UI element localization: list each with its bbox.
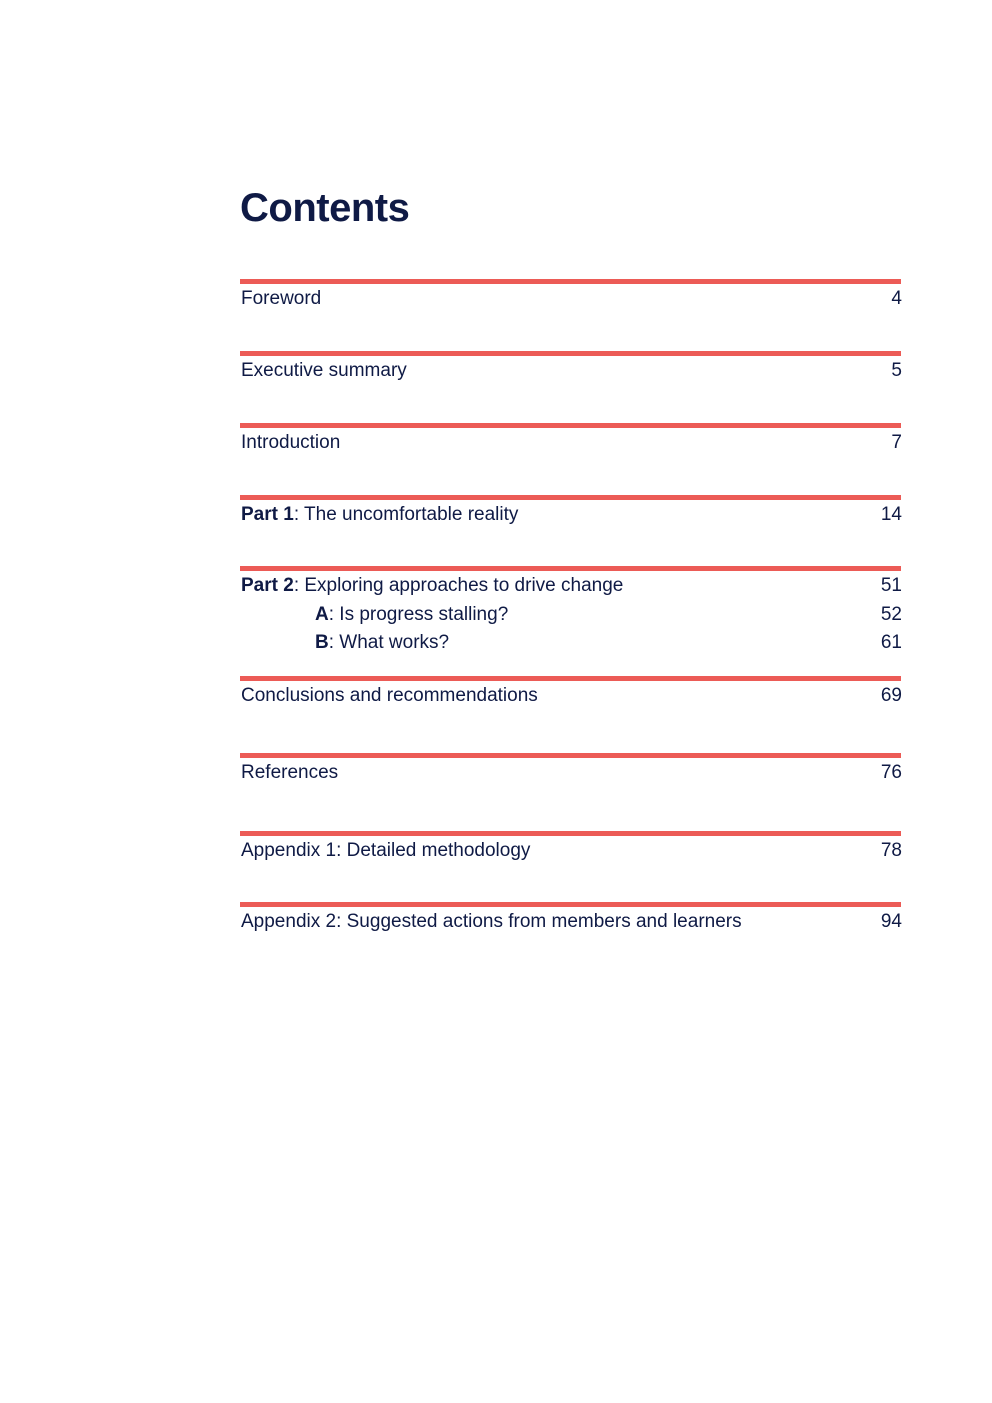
toc-page-number: 76 xyxy=(880,762,902,783)
toc-entry-appendix-2[interactable]: Appendix 2: Suggested actions from membe… xyxy=(241,909,902,935)
toc-label: Introduction xyxy=(241,432,341,453)
toc-subpart-prefix: B xyxy=(315,632,329,653)
section-divider xyxy=(240,831,901,836)
section-divider xyxy=(240,279,901,284)
toc-entry-executive-summary[interactable]: Executive summary 5 xyxy=(241,358,902,384)
toc-part-prefix: Part 1 xyxy=(241,504,294,525)
toc-part-title: : The uncomfortable reality xyxy=(293,504,519,525)
toc-page-number: 4 xyxy=(891,288,902,309)
toc-part-prefix: Part 2 xyxy=(241,575,294,596)
toc-entry-references[interactable]: References 76 xyxy=(241,760,902,786)
toc-label: References xyxy=(241,762,339,783)
toc-entry-foreword[interactable]: Foreword 4 xyxy=(241,286,902,312)
section-divider xyxy=(240,676,901,681)
section-divider xyxy=(240,753,901,758)
toc-entry-conclusions[interactable]: Conclusions and recommendations 69 xyxy=(241,683,902,709)
toc-entry-part-2a[interactable]: A: Is progress stalling? 52 xyxy=(315,602,902,628)
toc-page-number: 51 xyxy=(880,575,902,596)
toc-label: A: Is progress stalling? xyxy=(315,602,508,628)
toc-page-number: 61 xyxy=(880,632,902,653)
toc-page-number: 52 xyxy=(880,604,902,625)
toc-entry-part-2[interactable]: Part 2: Exploring approaches to drive ch… xyxy=(241,573,902,599)
toc-page-number: 7 xyxy=(891,432,902,453)
toc-subpart-prefix: A xyxy=(315,604,329,625)
toc-page-number: 14 xyxy=(880,504,902,525)
toc-part-title: : Exploring approaches to drive change xyxy=(293,575,624,596)
toc-label: B: What works? xyxy=(315,630,449,656)
toc-subpart-title: : What works? xyxy=(328,632,450,653)
toc-label: Part 2: Exploring approaches to drive ch… xyxy=(241,573,623,599)
toc-page-number: 69 xyxy=(880,685,902,706)
section-divider xyxy=(240,495,901,500)
toc-page-number: 5 xyxy=(891,360,902,381)
section-divider xyxy=(240,566,901,571)
toc-subpart-title: : Is progress stalling? xyxy=(328,604,509,625)
section-divider xyxy=(240,351,901,356)
toc-label: Appendix 2: Suggested actions from membe… xyxy=(241,911,742,932)
toc-label: Conclusions and recommendations xyxy=(241,685,538,706)
section-divider xyxy=(240,902,901,907)
toc-label: Executive summary xyxy=(241,360,407,381)
toc-label: Foreword xyxy=(241,288,322,309)
toc-page-number: 78 xyxy=(880,840,902,861)
toc-label: Appendix 1: Detailed methodology xyxy=(241,840,531,861)
page-title: Contents xyxy=(240,186,410,230)
section-divider xyxy=(240,423,901,428)
toc-entry-part-2b[interactable]: B: What works? 61 xyxy=(315,630,902,656)
toc-page-number: 94 xyxy=(880,911,902,932)
toc-entry-part-1[interactable]: Part 1: The uncomfortable reality 14 xyxy=(241,502,902,528)
toc-entry-introduction[interactable]: Introduction 7 xyxy=(241,430,902,456)
toc-entry-appendix-1[interactable]: Appendix 1: Detailed methodology 78 xyxy=(241,838,902,864)
toc-label: Part 1: The uncomfortable reality xyxy=(241,502,518,528)
